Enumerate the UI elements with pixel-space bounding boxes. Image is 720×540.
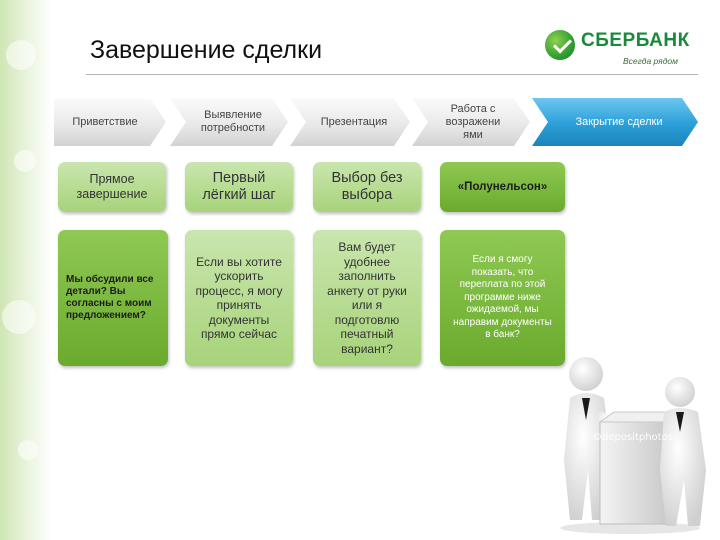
technique-name: Выбор без выбора bbox=[331, 170, 403, 203]
logo-name: СБЕРБАНК bbox=[581, 30, 690, 51]
technique-name: Прямое завершение bbox=[76, 172, 148, 201]
logo-tagline: Всегда рядом bbox=[623, 56, 678, 66]
sberbank-logo-icon bbox=[545, 30, 575, 60]
stage-label: Выявление потребности bbox=[200, 109, 266, 134]
technique-card: Первый лёгкий шаг bbox=[185, 162, 293, 212]
stage-presentation: Презентация bbox=[290, 98, 410, 146]
business-people-illustration: ©depositphotos bbox=[560, 350, 710, 535]
page-title: Завершение сделки bbox=[90, 36, 323, 64]
stage-greeting: Приветствие bbox=[54, 98, 166, 146]
example-phrase: Вам будет удобнее заполнить анкету от ру… bbox=[327, 240, 407, 356]
example-phrase: Мы обсудили все детали? Вы согласны с мо… bbox=[66, 274, 154, 321]
example-phrase: Если я смогу показать, что переплата по … bbox=[453, 254, 552, 341]
technique-name: Первый лёгкий шаг bbox=[202, 170, 276, 203]
example-card: Мы обсудили все детали? Вы согласны с мо… bbox=[58, 230, 168, 366]
technique-name: «Полунельсон» bbox=[457, 181, 548, 193]
stage-closing: Закрытие сделки bbox=[532, 98, 698, 146]
stage-label: Закрытие сделки bbox=[575, 115, 663, 128]
example-card: Вам будет удобнее заполнить анкету от ру… bbox=[313, 230, 421, 366]
technique-card: Выбор без выбора bbox=[313, 162, 421, 212]
example-phrase: Если вы хотите ускорить процесс, я могу … bbox=[195, 254, 283, 342]
title-divider bbox=[86, 74, 698, 75]
stage-needs: Выявление потребности bbox=[170, 98, 288, 146]
left-decorative-background bbox=[0, 0, 52, 540]
technique-card: «Полунельсон» bbox=[440, 162, 565, 212]
technique-card: Прямое завершение bbox=[58, 162, 166, 212]
sberbank-logo: СБЕРБАНК Всегда рядом bbox=[545, 28, 695, 70]
stage-label: Приветствие bbox=[72, 115, 138, 128]
stage-objections: Работа с возражени ями bbox=[412, 98, 530, 146]
example-card: Если вы хотите ускорить процесс, я могу … bbox=[185, 230, 293, 366]
watermark: ©depositphotos bbox=[592, 432, 673, 443]
example-card: Если я смогу показать, что переплата по … bbox=[440, 230, 565, 366]
stage-label: Презентация bbox=[320, 115, 388, 128]
stage-label: Работа с возражени ями bbox=[445, 102, 501, 141]
